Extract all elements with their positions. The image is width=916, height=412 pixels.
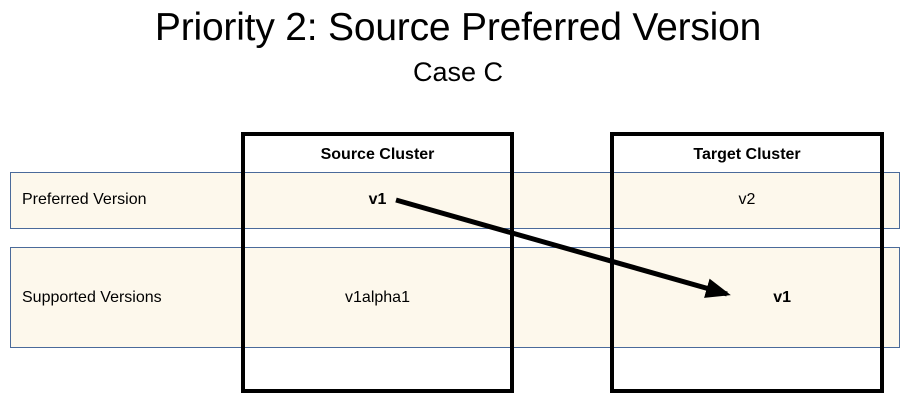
target-cluster-header: Target Cluster [693, 146, 801, 163]
page-title: Priority 2: Source Preferred Version [154, 6, 762, 49]
cell-source-supported-versions: v1alpha1 [345, 289, 410, 306]
cell-target-supported-versions: v1 [773, 289, 791, 306]
row-label-supported-versions: Supported Versions [22, 289, 162, 306]
target-cluster-box: Target Cluster [610, 132, 884, 393]
source-cluster-box: Source Cluster [241, 132, 514, 393]
cell-target-preferred-version: v2 [738, 191, 756, 208]
page-subtitle: Case C [412, 57, 504, 87]
cell-source-preferred-version: v1 [368, 191, 387, 208]
source-cluster-header: Source Cluster [320, 146, 435, 163]
row-label-preferred-version: Preferred Version [22, 191, 147, 208]
